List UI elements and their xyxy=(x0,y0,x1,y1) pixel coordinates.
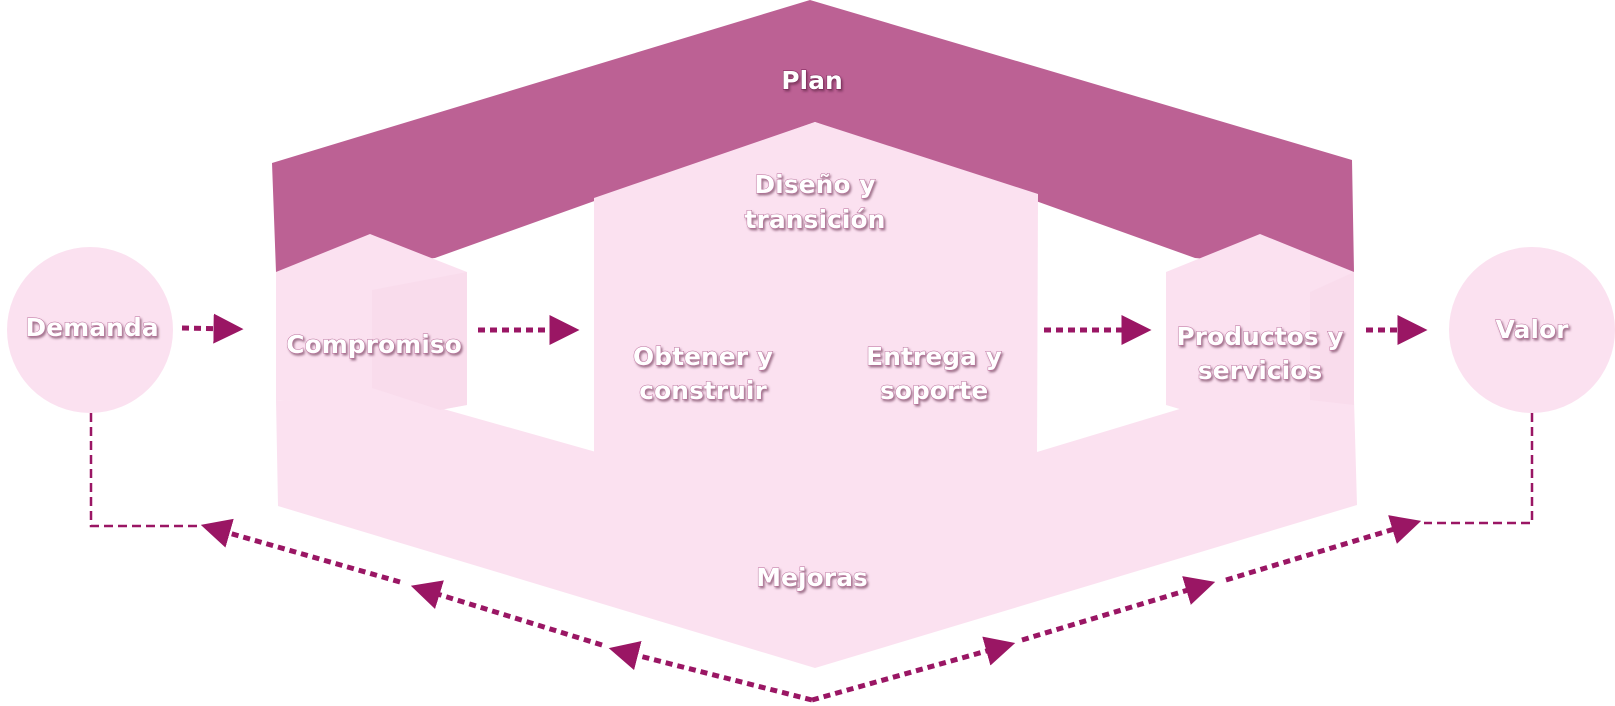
arrow-demand-to-engage xyxy=(181,313,244,344)
obtain-build-label-line2: construir xyxy=(639,376,767,405)
plan-label: Plan xyxy=(781,66,843,95)
improve-arrow-right-3 xyxy=(1225,515,1422,583)
design-transition-label: Diseño y xyxy=(754,170,875,199)
improve-label: Mejoras xyxy=(756,563,868,592)
design-transition-block xyxy=(594,122,1038,455)
deliver-support-label: Entrega y xyxy=(866,342,1002,371)
products-services-block xyxy=(1166,234,1354,410)
products-services-block-fold xyxy=(1310,272,1354,405)
products-services-label-line2: servicios xyxy=(1198,356,1322,385)
improve-band xyxy=(276,400,1357,668)
design-transition-label-line2: transición xyxy=(745,205,886,234)
deliver-support-label-line2: soporte xyxy=(880,376,988,405)
demand-feedback-connector xyxy=(89,413,198,528)
engage-block-fold xyxy=(372,272,467,410)
improve-arrow-left-2 xyxy=(410,580,603,648)
obtain-build-label: Obtener y xyxy=(633,342,773,371)
improve-arrow-left-1 xyxy=(608,641,813,703)
products-services-label: Productos y xyxy=(1176,322,1343,351)
engage-label: Compromiso xyxy=(286,330,462,359)
demand-circle xyxy=(7,247,173,413)
plan-band xyxy=(272,0,1354,272)
improve-arrow-right-2 xyxy=(1021,576,1216,643)
improve-arrow-left-3 xyxy=(200,518,401,585)
improve-arrow-right-1 xyxy=(811,636,1016,703)
value-circle xyxy=(1449,247,1615,413)
demand-label: Demanda xyxy=(25,313,158,342)
value-feedback-connector xyxy=(1424,413,1534,525)
value-label: Valor xyxy=(1496,315,1570,344)
